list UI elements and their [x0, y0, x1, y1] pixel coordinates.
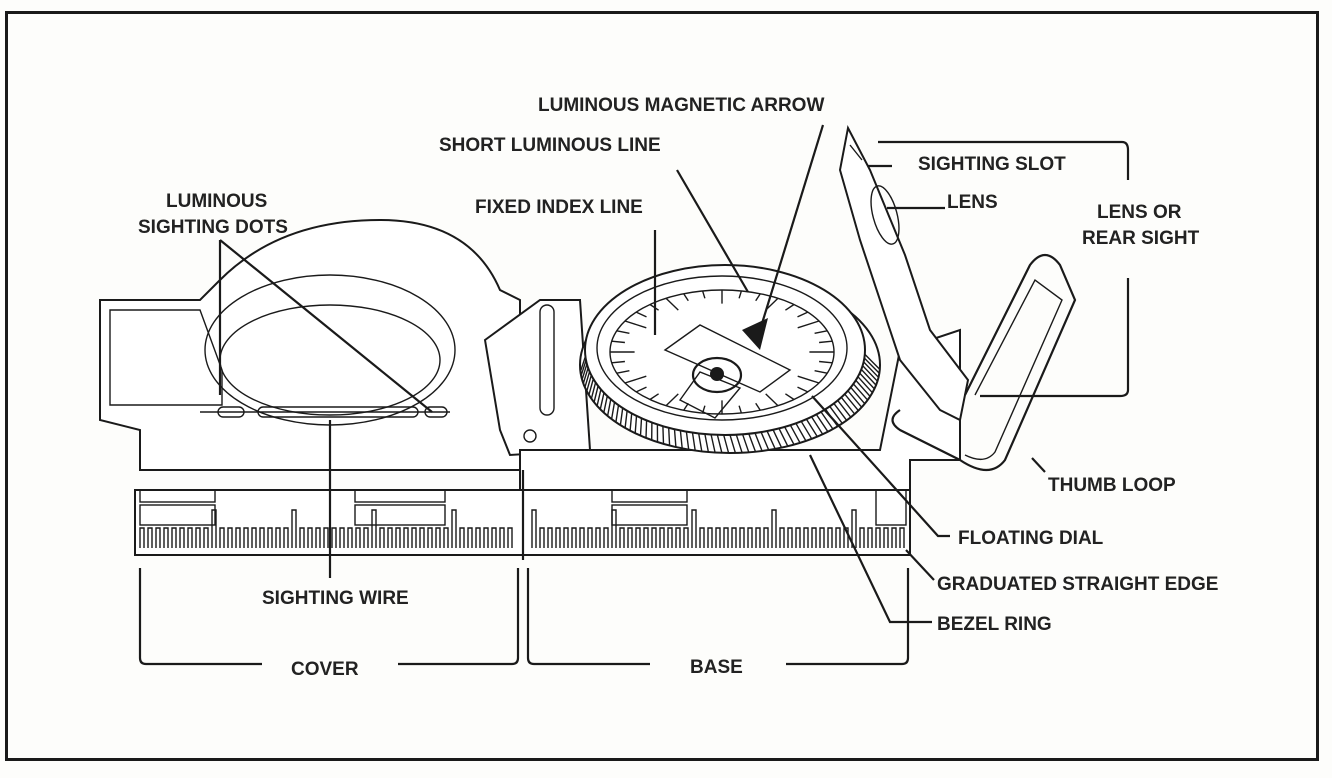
sighting-dot	[217, 406, 245, 418]
pivot-dot	[710, 367, 724, 381]
sighting-dot	[424, 406, 448, 418]
label-lens-or-rear-sight-2: REAR SIGHT	[1082, 228, 1200, 249]
label-luminous-magnetic-arrow: LUMINOUS MAGNETIC ARROW	[538, 95, 824, 116]
label-bezel-ring: BEZEL RING	[937, 614, 1052, 635]
lens	[870, 185, 900, 245]
label-lens-or-rear-sight-1: LENS OR	[1097, 202, 1182, 223]
label-graduated-straight-edge: GRADUATED STRAIGHT EDGE	[937, 574, 1218, 595]
leader-lines	[138, 124, 1130, 666]
label-floating-dial: FLOATING DIAL	[958, 528, 1104, 549]
bezel-ring	[579, 264, 881, 454]
label-luminous-sighting-dots-2: SIGHTING DOTS	[138, 217, 288, 238]
dial-pivot	[691, 356, 743, 394]
label-lens: LENS	[947, 192, 998, 213]
label-fixed-index-line: FIXED INDEX LINE	[475, 197, 643, 218]
label-sighting-wire: SIGHTING WIRE	[262, 588, 409, 609]
label-base: BASE	[690, 657, 743, 678]
label-thumb-loop: THUMB LOOP	[1048, 475, 1176, 496]
label-sighting-slot: SIGHTING SLOT	[918, 154, 1066, 175]
label-cover: COVER	[291, 659, 359, 680]
rear-sight	[838, 124, 970, 422]
compass-cover	[99, 218, 521, 471]
label-luminous-sighting-dots-1: LUMINOUS	[166, 191, 267, 212]
label-short-luminous-line: SHORT LUMINOUS LINE	[439, 135, 661, 156]
thumb-loop	[891, 253, 1077, 472]
